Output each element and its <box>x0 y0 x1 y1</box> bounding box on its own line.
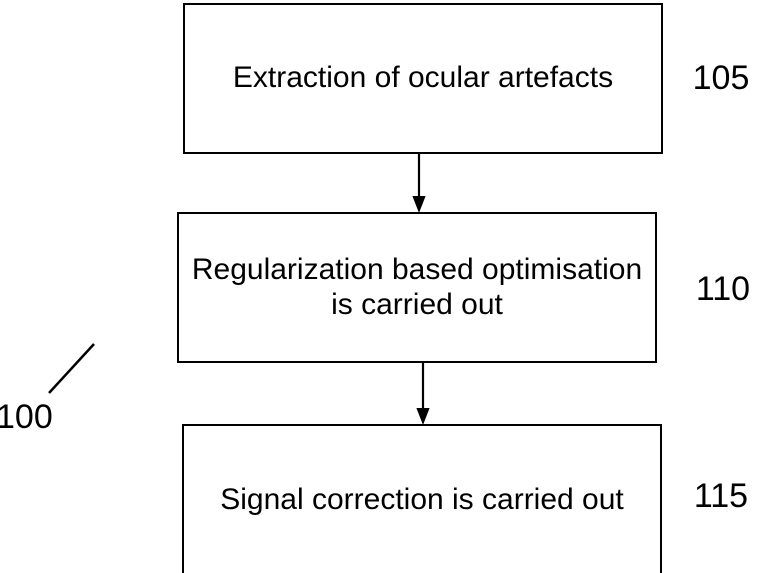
step-ref-number-110: 110 <box>695 270 751 308</box>
figure-ref-leader-line <box>48 343 95 394</box>
flow-step-box-regularization: Regularization based optimisation is car… <box>177 212 657 363</box>
flow-step-text: Regularization based optimisation is car… <box>191 252 643 321</box>
arrow-step2-to-step3 <box>416 363 430 425</box>
step-ref-number-105: 105 <box>692 59 750 97</box>
flow-step-box-extraction: Extraction of ocular artefacts <box>183 3 663 154</box>
figure-ref-number: 100 <box>0 398 53 436</box>
flow-step-text: Signal correction is carried out <box>220 482 624 516</box>
flow-step-box-signal-correction: Signal correction is carried out <box>182 424 662 573</box>
arrow-step1-to-step2 <box>412 154 426 213</box>
flow-step-text: Extraction of ocular artefacts <box>232 61 614 95</box>
step-ref-number-115: 115 <box>693 477 749 515</box>
